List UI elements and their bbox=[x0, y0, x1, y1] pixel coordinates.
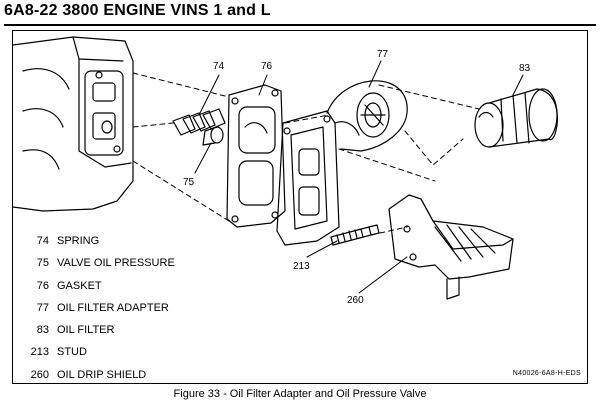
callout-83: 83 bbox=[519, 63, 531, 74]
legend-label: OIL FILTER ADAPTER bbox=[57, 301, 169, 314]
page-title: 6A8-22 3800 ENGINE VINS 1 and L bbox=[4, 2, 271, 19]
legend-label: OIL DRIP SHIELD bbox=[57, 368, 147, 381]
leader-lines bbox=[194, 60, 524, 294]
legend-label: SPRING bbox=[57, 235, 100, 247]
gasket-drawing bbox=[226, 84, 286, 228]
legend-label: GASKET bbox=[57, 279, 102, 292]
legend-number: 260 bbox=[30, 368, 49, 381]
oil-filter-drawing bbox=[474, 88, 558, 148]
figure-caption: Figure 33 - Oil Filter Adapter and Oil P… bbox=[173, 388, 427, 400]
callout-75: 75 bbox=[183, 177, 195, 188]
callout-77: 77 bbox=[377, 49, 389, 60]
figure-code: N40026-6A8-H-EDS bbox=[512, 370, 581, 377]
legend-label: VALVE OIL PRESSURE bbox=[57, 257, 175, 270]
legend-number: 74 bbox=[36, 235, 49, 247]
alignment-lines bbox=[132, 72, 480, 236]
legend-item: 83 OIL FILTER bbox=[25, 324, 225, 346]
legend-number: 75 bbox=[36, 257, 49, 270]
legend-item: 260 OIL DRIP SHIELD bbox=[25, 369, 225, 391]
legend-label: OIL FILTER bbox=[57, 324, 115, 337]
oil-drip-shield-drawing bbox=[388, 194, 514, 300]
legend-number: 213 bbox=[30, 346, 49, 359]
page-header: 6A8-22 3800 ENGINE VINS 1 and L bbox=[4, 2, 596, 26]
callout-260: 260 bbox=[347, 295, 364, 306]
legend-number: 83 bbox=[36, 324, 49, 337]
figure-frame: 74 76 77 83 75 213 260 74 SPRING 75 VALV… bbox=[12, 30, 588, 384]
valve-drawing bbox=[202, 126, 224, 146]
legend-item: 74 SPRING bbox=[25, 235, 225, 257]
legend-item: 77 OIL FILTER ADAPTER bbox=[25, 302, 225, 324]
legend-number: 76 bbox=[36, 279, 49, 292]
legend-item: 76 GASKET bbox=[25, 280, 225, 302]
spring-drawing bbox=[172, 108, 226, 136]
engine-block-drawing bbox=[13, 36, 134, 212]
legend-label: STUD bbox=[57, 346, 87, 359]
oil-filter-adapter-drawing bbox=[276, 80, 408, 246]
parts-legend: 74 SPRING 75 VALVE OIL PRESSURE 76 GASKE… bbox=[25, 235, 225, 391]
exploded-view-illustration: 74 76 77 83 75 213 260 bbox=[13, 36, 558, 306]
callout-74: 74 bbox=[213, 61, 225, 72]
callout-76: 76 bbox=[261, 61, 273, 72]
legend-number: 77 bbox=[36, 301, 49, 314]
callout-213: 213 bbox=[293, 261, 310, 272]
legend-item: 75 VALVE OIL PRESSURE bbox=[25, 257, 225, 279]
legend-item: 213 STUD bbox=[25, 346, 225, 368]
